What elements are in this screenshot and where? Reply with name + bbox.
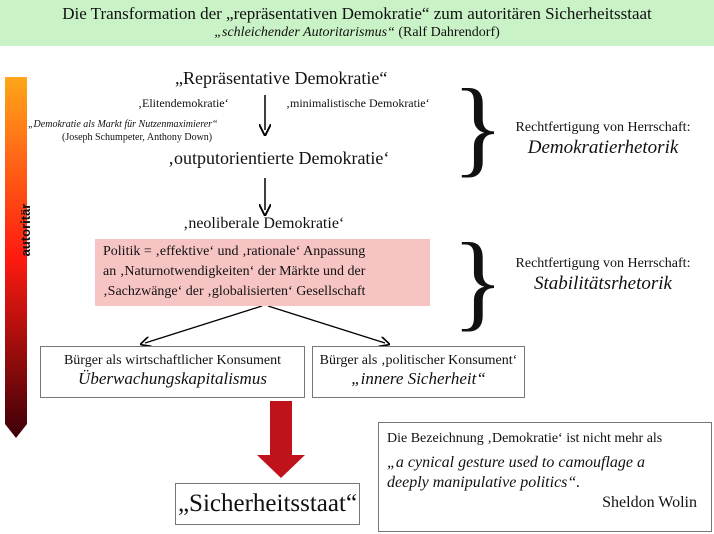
quote-text: deeply manipulative politics“. <box>387 474 581 491</box>
node-neoliberale-demokratie: ‚neoliberale Demokratie‘ <box>183 215 345 232</box>
quote-intro: Die Bezeichnung ‚Demokratie‘ ist nicht m… <box>387 431 663 446</box>
branch-arrow-right <box>267 305 385 343</box>
justification-label: Rechtfertigung von Herrschaft: <box>515 120 691 135</box>
politik-box: Politik = ‚effektive‘ und ‚rationale‘ An… <box>95 239 430 306</box>
politik-line: ‚Sachzwänge‘ der ‚globalisierten‘ Gesell… <box>103 284 366 299</box>
quote-author: Sheldon Wolin <box>602 494 697 511</box>
label-markt: „Demokratie als Markt für Nutzenmaximier… <box>28 119 218 130</box>
label-elitendemokratie: ‚Elitendemokratie‘ <box>138 96 229 110</box>
label-authors: (Joseph Schumpeter, Anthony Down) <box>62 132 213 143</box>
red-down-arrow <box>257 401 305 478</box>
node-repraesentative-demokratie: „Repräsentative Demokratie“ <box>175 68 388 88</box>
politik-line: an ‚Naturnotwendigkeiten‘ der Märkte und… <box>103 264 366 279</box>
box-politischer-konsument: Bürger als ‚politischer Konsument‘ „inne… <box>312 346 525 398</box>
box-italic: „innere Sicherheit“ <box>351 369 486 388</box>
justification-label: Rechtfertigung von Herrschaft: <box>515 256 691 271</box>
justification-term: Demokratierhetorik <box>527 137 679 158</box>
slide-subtitle: „schleichender Autoritarismus“ (Ralf Dah… <box>0 25 714 41</box>
subtitle-quote: „schleichender Autoritarismus“ <box>214 25 395 40</box>
box-line: Bürger als ‚politischer Konsument‘ <box>319 353 518 368</box>
quote-box: Die Bezeichnung ‚Demokratie‘ ist nicht m… <box>378 422 712 532</box>
box-wirtschaftlicher-konsument: Bürger als wirtschaftlicher Konsument Üb… <box>40 346 305 398</box>
branch-arrow-left <box>145 305 263 343</box>
subtitle-author: (Ralf Dahrendorf) <box>398 25 500 40</box>
label-minimalistische-demokratie: ‚minimalistische Demokratie‘ <box>286 96 430 110</box>
justification-term: Stabilitätsrhetorik <box>534 273 672 294</box>
title-banner: Die Transformation der „repräsentativen … <box>0 0 714 46</box>
authoritarian-scale-arrow <box>5 77 27 438</box>
brace-icon: } <box>452 68 504 187</box>
politik-line: Politik = ‚effektive‘ und ‚rationale‘ An… <box>103 244 366 259</box>
node-outputorientierte-demokratie: ‚outputorientierte Demokratie‘ <box>168 148 390 168</box>
quote-text: „a cynical gesture used to camouflage a <box>387 454 646 471</box>
slide-title: Die Transformation der „repräsentativen … <box>62 4 652 23</box>
scale-label: autoritär <box>18 203 33 257</box>
result-sicherheitsstaat: „Sicherheitsstaat“ <box>175 483 360 525</box>
brace-icon: } <box>452 222 504 341</box>
box-line: Bürger als wirtschaftlicher Konsument <box>63 353 282 368</box>
box-italic: Überwachungskapitalismus <box>78 369 267 388</box>
